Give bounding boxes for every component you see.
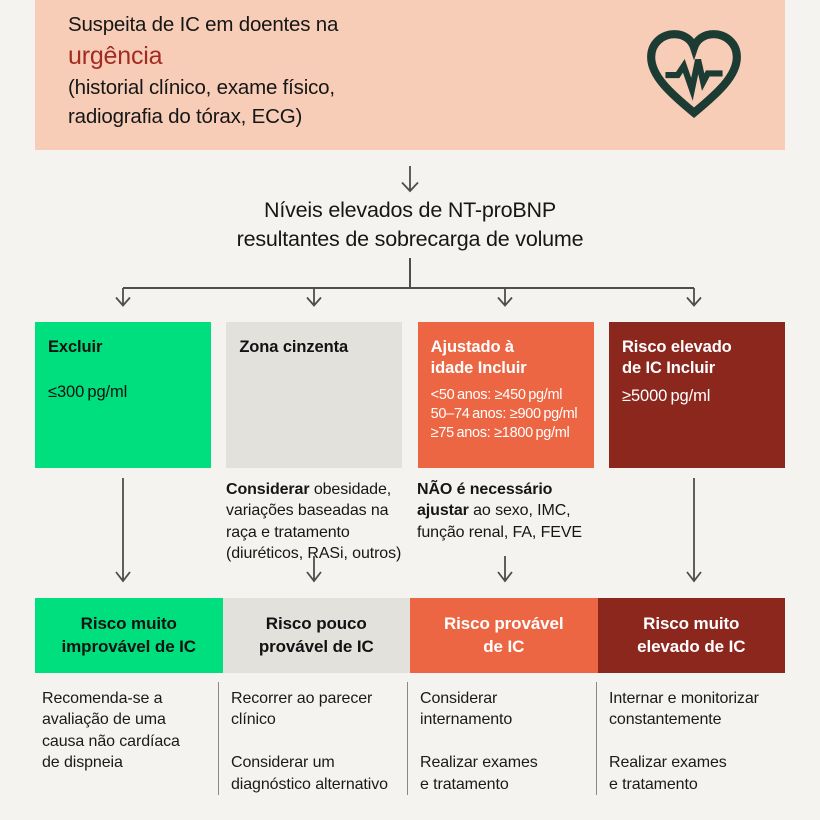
note-nao-ajustar-bold: NÃO é necessário ajustar [417, 481, 553, 520]
arrow-down-icon [401, 166, 419, 193]
outcome-col-1: Recomenda-se a avaliação de uma causa nã… [35, 682, 218, 795]
outcome-text: Recorrer ao parecer clínico Considerar u… [231, 690, 388, 793]
box-ajustado-idade-values: <50 anos: ≥450 pg/ml 50–74 anos: ≥900 pg… [430, 387, 578, 441]
mid-arrow-connectors [115, 478, 702, 583]
outcome-col-4: Internar e monitorizar constantemente Re… [596, 682, 785, 796]
branch-connector [115, 258, 702, 307]
header-text-block: Suspeita de IC em doentes na urgência (h… [35, 0, 338, 150]
box-excluir-title: Excluir [48, 338, 103, 356]
banner-label: Risco muito improvável de IC [61, 614, 197, 656]
header-line1: Suspeita de IC em doentes na [68, 13, 339, 36]
banner-label: Risco pouco provável de IC [258, 614, 374, 656]
box-risco-elevado-value: ≥5000 pg/ml [621, 387, 711, 406]
banner-risco-muito-improvavel: Risco muito improvável de IC [35, 598, 223, 673]
note-considerar-bold: Considerar [226, 481, 310, 498]
header-highlight: urgência [68, 42, 163, 71]
outcome-text: Considerar internamento Realizar exames … [420, 690, 538, 793]
outcome-col-3: Considerar internamento Realizar exames … [407, 682, 596, 796]
nt-probnp-title: Níveis elevados de NT-proBNP resultantes… [236, 198, 584, 252]
box-ajustado-idade: Ajustado à idade Incluir <50 anos: ≥450 … [417, 322, 594, 468]
note-nao-ajustar: NÃO é necessário ajustar ao sexo, IMC, f… [417, 479, 607, 543]
note-considerar-rest: obesidade, variações baseadas na raça e … [226, 481, 402, 563]
outcome-col-2: Recorrer ao parecer clínico Considerar u… [218, 682, 407, 796]
banner-risco-pouco-provavel: Risco pouco provável de IC [222, 598, 410, 673]
box-excluir-value: ≤300 pg/ml [48, 383, 128, 402]
note-considerar: Considerar obesidade, variações baseadas… [226, 479, 422, 565]
box-ajustado-idade-title: Ajustado à idade Incluir [430, 338, 527, 378]
risk-banner-row: Risco muito improvável de IC Risco pouco… [35, 598, 785, 673]
banner-label: Risco muito elevado de IC [637, 614, 746, 656]
header-band: Suspeita de IC em doentes na urgência (h… [35, 0, 785, 150]
box-risco-elevado-title: Risco elevado de IC Incluir [621, 338, 732, 378]
box-zona-cinzenta: Zona cinzenta [226, 322, 403, 468]
criteria-box-row: Excluir ≤300 pg/ml Zona cinzenta Ajustad… [35, 322, 785, 468]
header-subtitle: (historial clínico, exame físico, radiog… [68, 76, 335, 129]
box-excluir: Excluir ≤300 pg/ml [35, 322, 211, 468]
banner-label: Risco provável de IC [443, 614, 564, 656]
box-zona-cinzenta-title: Zona cinzenta [239, 338, 349, 356]
box-risco-elevado: Risco elevado de IC Incluir ≥5000 pg/ml [608, 322, 785, 468]
outcome-text: Internar e monitorizar constantemente Re… [609, 690, 759, 793]
banner-risco-provavel: Risco provável de IC [410, 598, 598, 673]
banner-risco-muito-elevado: Risco muito elevado de IC [597, 598, 785, 673]
note-nao-ajustar-rest: ao sexo, IMC, função renal, FA, FEVE [417, 502, 582, 541]
outcome-text: Recomenda-se a avaliação de uma causa nã… [42, 690, 180, 772]
outcome-row: Recomenda-se a avaliação de uma causa nã… [35, 682, 785, 796]
heart-ecg-icon [643, 27, 745, 121]
